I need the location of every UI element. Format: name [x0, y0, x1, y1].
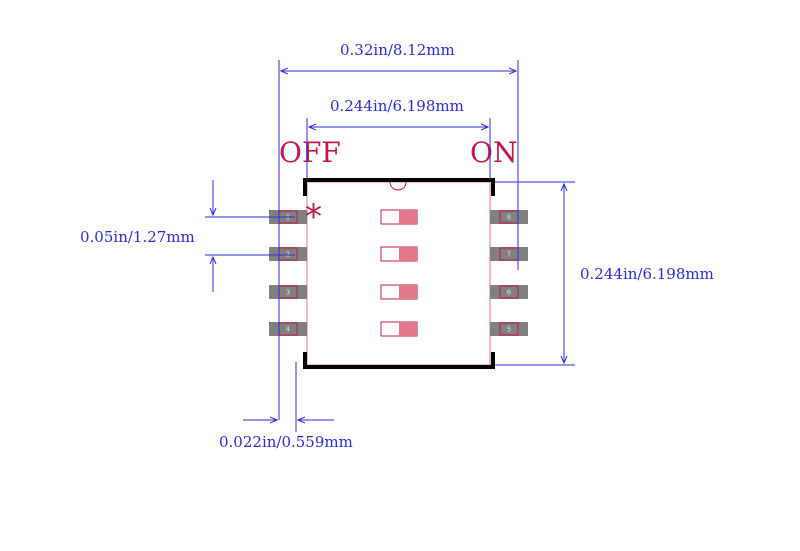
- pad-right-6: 6: [490, 285, 528, 299]
- pin-number: 7: [507, 251, 511, 259]
- pad-left-2: 2: [269, 247, 307, 261]
- dimension-pad-width: [243, 362, 334, 432]
- pin-number: 5: [507, 326, 511, 334]
- switch-1: [380, 209, 418, 225]
- pin-number: 6: [507, 289, 512, 297]
- dimension-pitch-label: 0.05in/1.27mm: [80, 228, 195, 246]
- pad-left-4: 4: [269, 322, 307, 336]
- pad-left-3: 3: [269, 285, 307, 299]
- body-outline: [306, 181, 491, 366]
- dimension-body-width-label: 0.244in/6.198mm: [330, 97, 464, 115]
- left-pads: 1234: [269, 210, 307, 336]
- dimension-pitch: [205, 180, 295, 292]
- switch-actuators: [380, 209, 418, 337]
- pin1-marker: *: [305, 197, 322, 237]
- dimension-body-height: [495, 181, 575, 366]
- pad-right-7: 7: [490, 247, 528, 261]
- dimension-overall-width-label: 0.32in/8.12mm: [340, 41, 455, 59]
- pad-right-8: 8: [490, 210, 528, 224]
- pin-number: 8: [507, 214, 511, 222]
- switch-2: [380, 246, 418, 262]
- off-label: OFF: [279, 136, 341, 169]
- pin-number: 3: [286, 289, 290, 297]
- pin-number: 4: [286, 326, 291, 334]
- silkscreen-outline: [303, 178, 495, 369]
- dimension-body-height-label: 0.244in/6.198mm: [580, 265, 714, 283]
- switch-3: [380, 284, 418, 300]
- dimension-pad-width-label: 0.022in/0.559mm: [219, 433, 353, 451]
- on-label: ON: [470, 136, 517, 169]
- right-pads: 8 7 6 5: [490, 210, 528, 336]
- pad-right-5: 5: [490, 322, 528, 336]
- pin1-notch: [389, 181, 407, 191]
- dimension-body-width: [306, 118, 491, 180]
- dimension-overall-width: [278, 60, 519, 420]
- switch-4: [380, 321, 418, 337]
